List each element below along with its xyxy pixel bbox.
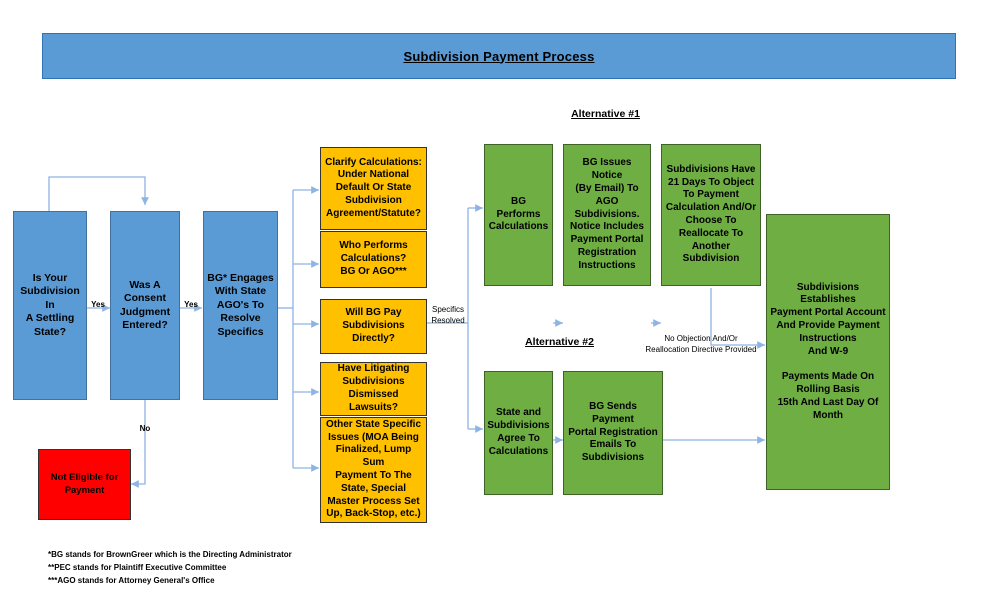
node-bg-sends-portal-emails[interactable]: BG Sends Payment Portal Registration Ema… — [563, 371, 663, 495]
node-not-eligible-for-payment[interactable]: Not Eligible for Payment — [38, 449, 131, 520]
section-header-alternative-1: Alternative #1 — [571, 108, 640, 120]
edge-label-no: No — [139, 424, 151, 433]
node-clarify-calculations[interactable]: Clarify Calculations: Under National Def… — [320, 147, 427, 230]
footnote-pec: **PEC stands for Plaintiff Executive Com… — [48, 563, 227, 573]
footnote-bg: *BG stands for BrownGreer which is the D… — [48, 550, 292, 559]
section-header-alternative-2: Alternative #2 — [525, 336, 594, 348]
node-is-subdivision-settling-state[interactable]: Is Your Subdivision In A Settling State? — [13, 211, 87, 400]
footnotes: *BG stands for BrownGreer which is the D… — [48, 548, 292, 588]
node-state-subdivisions-agree[interactable]: State and Subdivisions Agree To Calculat… — [484, 371, 553, 495]
node-was-consent-judgment-entered[interactable]: Was A Consent Judgment Entered? — [110, 211, 180, 400]
node-will-bg-pay-subdivisions[interactable]: Will BG Pay Subdivisions Directly? — [320, 299, 427, 354]
edge-label-yes-1: Yes — [91, 300, 105, 309]
node-subdivisions-21-days-object[interactable]: Subdivisions Have 21 Days To Object To P… — [661, 144, 761, 286]
node-subdivisions-establish-portal-account[interactable]: Subdivisions Establishes Payment Portal … — [766, 214, 890, 490]
node-bg-issues-notice[interactable]: BG Issues Notice (By Email) To AGO Subdi… — [563, 144, 651, 286]
page-title: Subdivision Payment Process — [403, 48, 595, 64]
node-bg-performs-calculations[interactable]: BG Performs Calculations — [484, 144, 553, 286]
page-title-banner: Subdivision Payment Process — [42, 33, 956, 79]
edge-label-no-objection: No Objection And/Or Reallocation Directi… — [645, 334, 757, 354]
edge-label-specifics-resolved: Specifics Resolved — [431, 305, 465, 325]
node-litigating-subdivisions-dismissed[interactable]: Have Litigating Subdivisions Dismissed L… — [320, 362, 427, 416]
node-bg-engages-state-agos[interactable]: BG* Engages With State AGO's To Resolve … — [203, 211, 278, 400]
footnote-ago: ***AGO stands for Attorney General's Off… — [48, 576, 215, 586]
node-who-performs-calculations[interactable]: Who Performs Calculations? BG Or AGO*** — [320, 231, 427, 288]
node-other-state-specific-issues[interactable]: Other State Specific Issues (MOA Being F… — [320, 417, 427, 523]
edge-label-yes-2: Yes — [184, 300, 198, 309]
